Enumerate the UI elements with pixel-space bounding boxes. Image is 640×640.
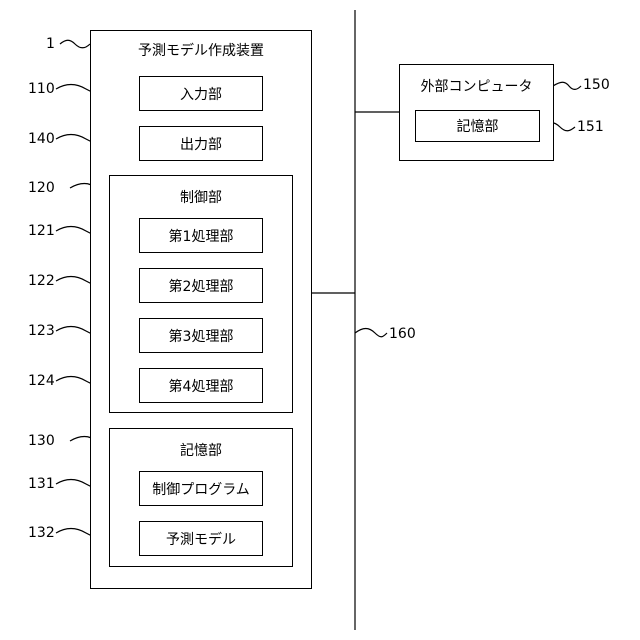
- ref-110-label: 110: [28, 81, 55, 97]
- ref-130-label: 130: [28, 433, 55, 449]
- ref-1-label: 1: [46, 36, 55, 52]
- leader-line-160: [355, 329, 387, 337]
- ref-131-label: 131: [28, 476, 55, 492]
- processor-2-box: 第2処理部: [139, 268, 263, 303]
- processor-1-box: 第1処理部: [139, 218, 263, 253]
- control-unit-title: 制御部: [110, 190, 292, 206]
- ref-123-label: 123: [28, 323, 55, 339]
- leader-line-150: [553, 82, 581, 89]
- device-title: 予測モデル作成装置: [91, 43, 311, 59]
- ref-151-label: 151: [577, 119, 604, 135]
- output-unit-box: 出力部: [139, 126, 263, 161]
- input-unit-box: 入力部: [139, 76, 263, 111]
- storage-unit-title: 記憶部: [110, 443, 292, 459]
- ref-120-label: 120: [28, 180, 55, 196]
- ref-132-label: 132: [28, 525, 55, 541]
- ref-122-label: 122: [28, 273, 55, 289]
- control-program-box: 制御プログラム: [139, 471, 263, 506]
- ref-121-label: 121: [28, 223, 55, 239]
- leader-line-1: [60, 40, 90, 48]
- processor-3-box: 第3処理部: [139, 318, 263, 353]
- external-computer-title: 外部コンピュータ: [400, 79, 553, 95]
- external-storage-box: 記憶部: [415, 110, 540, 142]
- ref-160-label: 160: [389, 326, 416, 342]
- ref-140-label: 140: [28, 131, 55, 147]
- processor-4-box: 第4処理部: [139, 368, 263, 403]
- prediction-model-box: 予測モデル: [139, 521, 263, 556]
- ref-150-label: 150: [583, 77, 610, 93]
- ref-124-label: 124: [28, 373, 55, 389]
